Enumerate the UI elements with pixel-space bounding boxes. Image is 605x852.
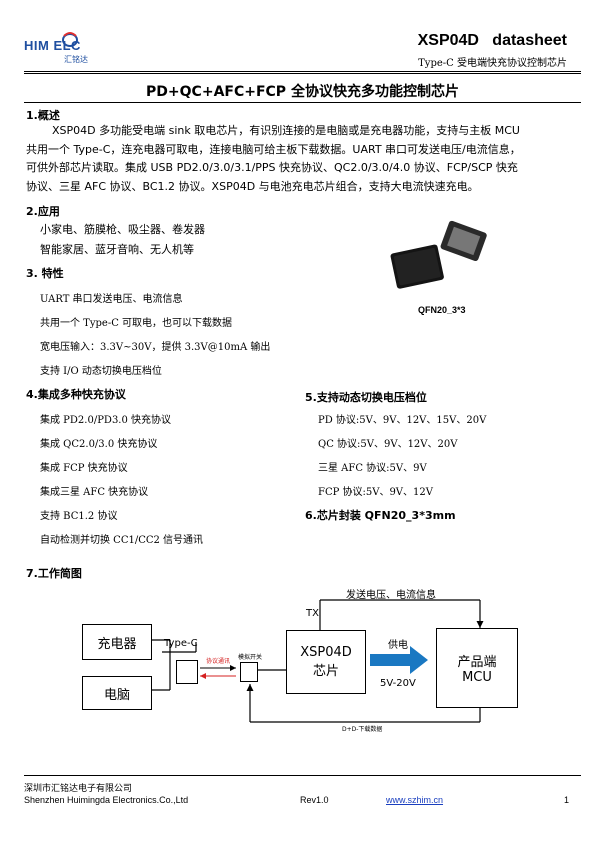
overview-line: XSP04D 多功能受电端 sink 取电芯片，有识别连接的是电脑或是充电器功能…	[52, 124, 520, 137]
analog-switch-icon	[240, 662, 258, 682]
power-range-label: 5V-20V	[380, 678, 416, 689]
protocol-item: 集成 FCP 快充协议	[40, 463, 128, 474]
header-rule-2	[24, 73, 581, 74]
application-item: 智能家居、蓝牙音响、无人机等	[40, 243, 194, 256]
xsp04d-chip-box: XSP04D 芯片	[286, 630, 366, 694]
download-label: D+D-下载数据	[342, 726, 383, 733]
page-title: PD+QC+AFC+FCP 全协议快充多功能控制芯片	[146, 84, 459, 100]
doc-subtitle: Type-C 受电端快充协议控制芯片	[418, 58, 567, 69]
tx-label: TX	[306, 608, 319, 619]
feature-item: 支持 I/O 动态切换电压档位	[40, 366, 162, 377]
send-info-label: 发送电压、电流信息	[346, 590, 436, 601]
typec-label: Type-C	[164, 638, 198, 649]
chip-caption: 芯片	[312, 664, 339, 679]
diagram-heading: 7.工作简图	[26, 567, 82, 580]
protocol-item: 集成三星 AFC 快充协议	[40, 487, 149, 498]
title-rule	[24, 102, 581, 103]
overview-line: 共用一个 Type-C，连充电器可取电，连接电脑可给主板下载数据。UART 串口…	[26, 142, 521, 156]
power-label: 供电	[388, 640, 408, 651]
company-logo	[24, 26, 104, 66]
overview-heading: 1.概述	[26, 109, 60, 122]
product-mcu-box: 产品端 MCU	[436, 628, 518, 708]
chip-image	[380, 218, 500, 298]
footer-revision: Rev1.0	[300, 795, 329, 805]
protocols-heading: 4.集成多种快充协议	[26, 388, 126, 401]
protocol-item: 集成 QC2.0/3.0 快充协议	[40, 439, 158, 450]
overview-text: XSP04D 多功能受电端 sink 取电芯片，有识别连接的是电脑或是充电器功能…	[26, 122, 586, 196]
features-heading: 3. 特性	[26, 267, 64, 280]
logo-icon	[62, 32, 78, 47]
page-number: 1	[564, 795, 570, 805]
chip-package-label: QFN20_3*3	[418, 305, 466, 315]
protocol-item: 自动检测并切换 CC1/CC2 信号通讯	[40, 535, 204, 546]
footer-rule	[24, 775, 581, 776]
applications-heading: 2.应用	[26, 205, 60, 218]
feature-item: UART 串口发送电压、电流信息	[40, 294, 183, 305]
protocol-item: 支持 BC1.2 协议	[40, 511, 118, 522]
logo-subtitle: 汇铭达	[64, 55, 88, 64]
charger-box: 充电器	[82, 624, 152, 660]
header-rule	[24, 71, 581, 72]
voltages-heading: 5.支持动态切换电压档位	[305, 391, 427, 404]
typec-port-icon	[176, 660, 198, 684]
package-heading: 6.芯片封装 QFN20_3*3mm	[305, 509, 456, 522]
product-mcu: MCU	[462, 670, 492, 685]
diagram-lines	[152, 599, 484, 723]
overview-line: 协议、三星 AFC 协议、BC1.2 协议。XSP04D 与电池充电芯片组合，支…	[26, 179, 479, 193]
protocol-item: 集成 PD2.0/PD3.0 快充协议	[40, 415, 172, 426]
chip-name: XSP04D	[300, 645, 352, 660]
feature-item: 宽电压输入：3.3V~30V，提供 3.3V@10mA 输出	[40, 342, 271, 353]
protocol-comm-label: 协议通讯	[206, 658, 231, 665]
footer-company-en: Shenzhen Huimingda Electronics.Co.,Ltd	[24, 795, 189, 805]
doc-title: XSP04D datasheet	[417, 32, 567, 49]
application-item: 小家电、筋膜枪、吸尘器、卷发器	[40, 223, 205, 236]
voltage-item: PD 协议:5V、9V、12V、15V、20V	[318, 415, 487, 426]
analog-switch-label: 模拟开关	[238, 654, 263, 661]
footer-website-link[interactable]: www.szhim.cn	[386, 795, 444, 805]
qfn-chip-icon	[390, 220, 487, 289]
product-name: 产品端	[457, 655, 497, 670]
pc-box: 电脑	[82, 676, 152, 710]
footer-company-cn: 深圳市汇铭达电子有限公司	[24, 784, 133, 794]
feature-item: 共用一个 Type-C 可取电，也可以下载数据	[40, 318, 233, 329]
logo-text: HIM ELC	[24, 38, 81, 53]
overview-line: 可供外部芯片读取。集成 USB PD2.0/3.0/3.1/PPS 快充协议、Q…	[26, 161, 518, 174]
voltage-item: FCP 协议:5V、9V、12V	[318, 487, 433, 498]
voltage-item: QC 协议:5V、9V、12V、20V	[318, 439, 458, 450]
working-diagram: 充电器 电脑 Type-C 协议通讯 模拟开关 TX 发送电压、电流信息 XSP…	[0, 580, 605, 740]
voltage-item: 三星 AFC 协议:5V、9V	[318, 463, 427, 474]
